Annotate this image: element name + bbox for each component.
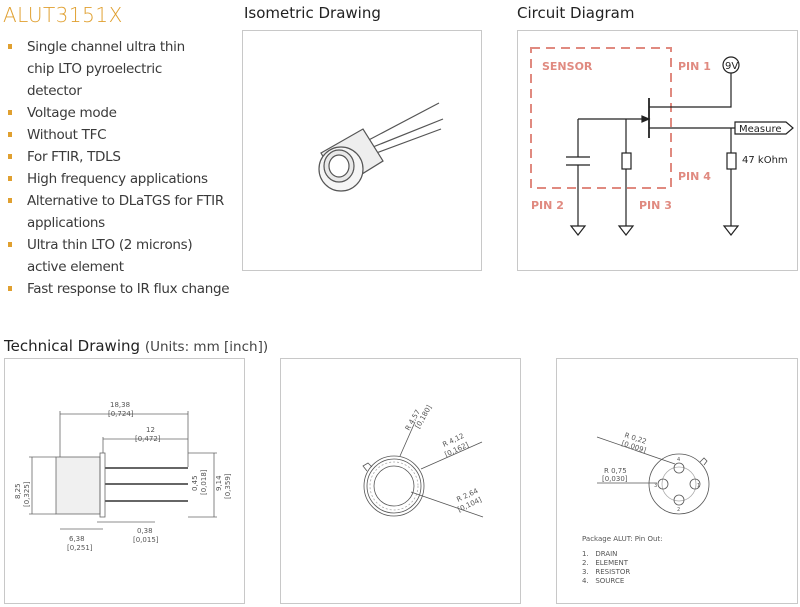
feature-text: Without TFC: [27, 127, 107, 143]
dim-text: R 0,75: [604, 467, 627, 475]
bullet-icon: [8, 176, 12, 181]
isometric-image: [318, 102, 444, 192]
feature-item: Alternative to DLaTGS for FTIR applicati…: [8, 190, 232, 234]
technical-heading: Technical Drawing (Units: mm [inch]): [4, 337, 268, 355]
dim-text: [0,251]: [67, 544, 93, 552]
units-note: (Units: mm [inch]): [144, 339, 269, 355]
bottom-view-drawing: R 0,22[0,009] R 0,75[0,030] 1 2 3 4 Pack…: [556, 358, 798, 604]
technical-title: Technical Drawing: [4, 337, 141, 355]
supply-label: 9V: [725, 61, 738, 72]
feature-item: Fast response to IR flux change: [8, 278, 232, 300]
dim-text: [0,724]: [108, 410, 134, 418]
feature-text: For FTIR, TDLS: [27, 149, 121, 165]
dim-text: [0,325]: [23, 481, 31, 507]
bullet-icon: [8, 44, 12, 49]
front-view-drawing: R 4,57[0,180] R 4,12[0,162] R 2,64[0,104…: [280, 358, 521, 604]
dim-text: 18,38: [110, 401, 130, 409]
dim-text: 8,25: [14, 483, 22, 499]
pinout-item: 1. DRAIN: [582, 550, 617, 558]
resistor-icon: [726, 152, 737, 170]
product-title: ALUT3151X: [3, 3, 123, 27]
dim-text: [0,030]: [602, 475, 628, 483]
feature-item: Voltage mode: [8, 102, 232, 124]
feature-item: Single channel ultra thin chip LTO pyroe…: [8, 36, 212, 102]
side-view-drawing: 18,38[0,724] 12[0,472] 0,38[0,015] 6,38[…: [4, 358, 245, 604]
pinout-item: 4. SOURCE: [582, 577, 624, 585]
ground-icon: [617, 225, 635, 236]
dim-text: 0,38: [137, 527, 153, 535]
circuit-heading: Circuit Diagram: [517, 4, 635, 22]
pinout-item: 2. ELEMENT: [582, 559, 629, 567]
sensor-boundary: [530, 47, 672, 189]
bullet-icon: [8, 242, 12, 247]
pinout-caption: Package ALUT: Pin Out:: [582, 535, 663, 543]
feature-list: Single channel ultra thin chip LTO pyroe…: [8, 36, 232, 300]
arrow-icon: [641, 115, 651, 123]
feature-text: Ultra thin LTO (2 microns) active elemen…: [27, 237, 193, 275]
pin1-label: PIN 1: [678, 60, 711, 73]
feature-text: High frequency applications: [27, 171, 208, 187]
bullet-icon: [8, 132, 12, 137]
dim-text: 12: [146, 426, 155, 434]
feature-item: Without TFC: [8, 124, 232, 146]
dim-text: [0,018]: [200, 469, 208, 495]
bullet-icon: [8, 286, 12, 291]
measure-tag: [734, 121, 794, 135]
ground-icon: [722, 225, 740, 236]
ground-icon: [569, 225, 587, 236]
feature-text: Alternative to DLaTGS for FTIR applicati…: [27, 193, 224, 231]
feature-item: Ultra thin LTO (2 microns) active elemen…: [8, 234, 232, 278]
feature-item: For FTIR, TDLS: [8, 146, 232, 168]
feature-item: High frequency applications: [8, 168, 232, 190]
feature-text: Fast response to IR flux change: [27, 281, 230, 297]
measure-label: Measure: [739, 124, 782, 135]
resistor-label: 47 kOhm: [742, 155, 788, 166]
pin4-label: PIN 4: [678, 170, 711, 183]
sensor-label: SENSOR: [542, 60, 593, 73]
circuit-svg: SENSOR PIN 1 PIN 4 PIN 2 PIN 3 9V Measur…: [530, 47, 794, 236]
isometric-heading: Isometric Drawing: [244, 4, 381, 22]
circuit-diagram: SENSOR PIN 1 PIN 4 PIN 2 PIN 3 9V Measur…: [517, 30, 798, 271]
feature-text: Voltage mode: [27, 105, 117, 121]
pin-number: 1: [697, 483, 700, 489]
dim-text: [0,359]: [224, 473, 232, 499]
pin-number: 4: [677, 457, 680, 463]
bullet-icon: [8, 154, 12, 159]
bullet-icon: [8, 110, 12, 115]
dim-text: [0,015]: [133, 536, 159, 544]
bullet-icon: [8, 198, 12, 203]
resistor-icon: [621, 152, 632, 170]
dim-text: 6,38: [69, 535, 85, 543]
dim-text: 9,14: [215, 475, 223, 491]
pin-number: 3: [654, 483, 657, 489]
pin-number: 2: [677, 507, 680, 513]
pinout-item: 3. RESISTOR: [582, 568, 630, 576]
feature-text: Single channel ultra thin chip LTO pyroe…: [27, 39, 185, 99]
pin3-label: PIN 3: [639, 199, 672, 212]
pin2-label: PIN 2: [531, 199, 564, 212]
dim-text: 0,45: [191, 475, 199, 491]
isometric-drawing: [242, 30, 482, 271]
dim-text: [0,472]: [135, 435, 161, 443]
